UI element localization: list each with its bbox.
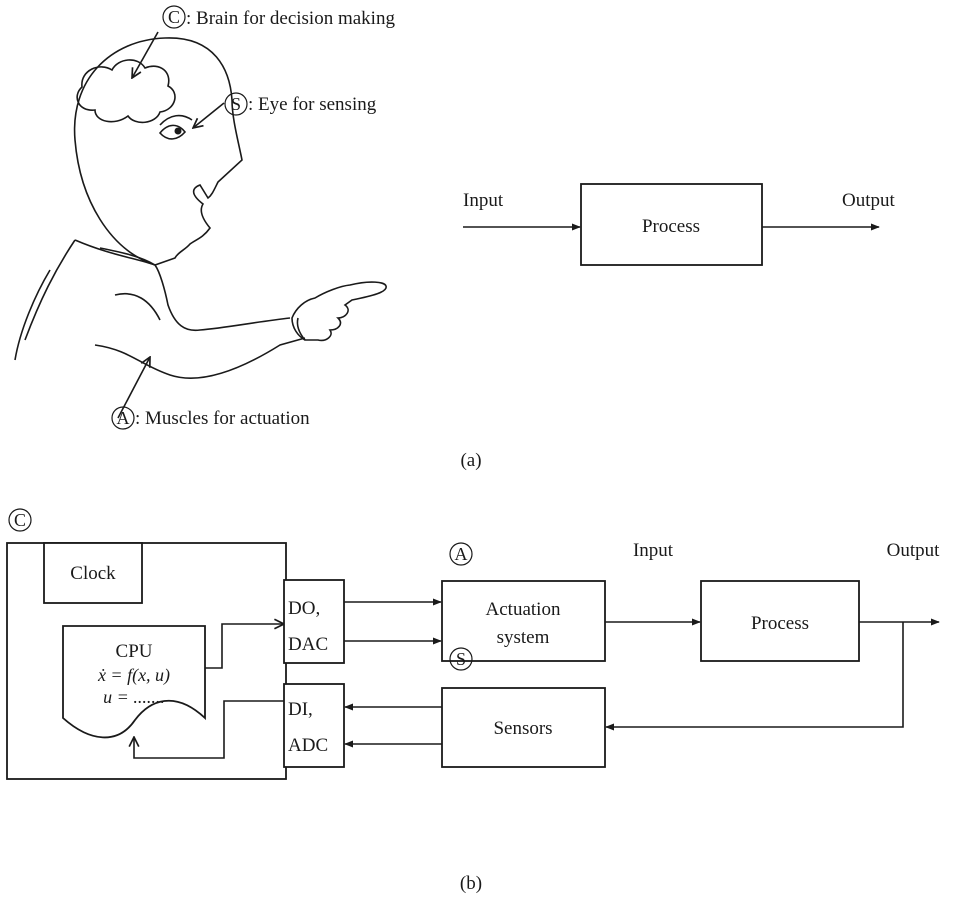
cpu-equation-2: u = .......	[103, 687, 165, 707]
figure-b: C Clock CPU ẋ = f(x, u) u = ....... DO, …	[7, 509, 940, 894]
sensors-label: Sensors	[493, 718, 552, 739]
b-output-label: Output	[887, 540, 941, 561]
di-label-line2: ADC	[288, 735, 328, 756]
eye-caption: : Eye for sensing	[248, 94, 377, 115]
actuation-label-line2: system	[497, 627, 550, 648]
actuation-symbol: A	[455, 544, 468, 564]
muscle-caption: : Muscles for actuation	[135, 408, 310, 429]
brain-pointer-arrow	[132, 32, 158, 78]
muscle-label: A : Muscles for actuation	[112, 407, 310, 429]
brain-label: C : Brain for decision making	[163, 6, 395, 29]
actuation-label-line1: Actuation	[486, 599, 561, 620]
clock-label: Clock	[70, 563, 116, 584]
eye-symbol: S	[231, 94, 241, 114]
controller-symbol: C	[14, 510, 26, 530]
human-figure-illustration	[15, 38, 386, 378]
b-input-label: Input	[633, 540, 674, 561]
figure-a: C : Brain for decision making S : Eye fo…	[15, 6, 896, 471]
a-process-label: Process	[642, 216, 700, 237]
eye-label: S : Eye for sensing	[225, 93, 377, 115]
figure-b-caption: (b)	[460, 873, 482, 894]
di-label-line1: DI,	[288, 699, 313, 720]
a-output-label: Output	[842, 190, 896, 211]
cpu-equation-1: ẋ = f(x, u)	[97, 665, 170, 686]
figure-a-caption: (a)	[460, 450, 481, 471]
sensor-symbol: S	[456, 649, 466, 669]
cpu-label: CPU	[116, 641, 153, 662]
a-input-label: Input	[463, 190, 504, 211]
eye-pointer-arrow	[193, 103, 224, 128]
brain-caption: : Brain for decision making	[186, 8, 395, 29]
brain-symbol: C	[168, 7, 180, 27]
do-label-line2: DAC	[288, 634, 328, 655]
do-label-line1: DO,	[288, 598, 320, 619]
muscle-symbol: A	[117, 408, 130, 428]
b-process-label: Process	[751, 613, 809, 634]
